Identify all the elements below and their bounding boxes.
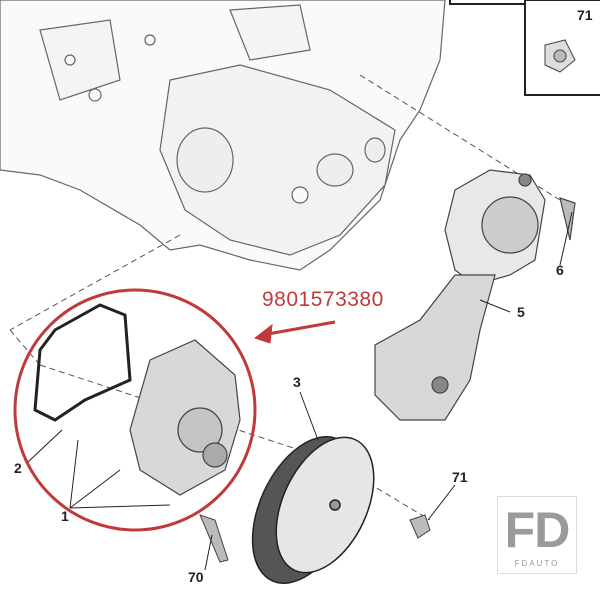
tensioner — [374, 169, 576, 421]
callout-71-box: 71 — [577, 7, 593, 23]
engine-block — [0, 0, 446, 271]
part-number-label: 9801573380 — [262, 288, 384, 311]
callout-6: 6 — [556, 262, 564, 278]
callout-3: 3 — [293, 374, 301, 390]
water-pump — [129, 339, 241, 496]
part-71-box — [449, 0, 600, 96]
logo-mark: FD — [504, 502, 571, 558]
pulley — [251, 436, 375, 584]
highlight — [13, 288, 336, 532]
gasket — [33, 303, 132, 422]
bolts — [199, 514, 431, 563]
callout-2: 2 — [14, 460, 22, 476]
callout-1: 1 — [61, 508, 69, 524]
callout-70: 70 — [188, 569, 204, 585]
callout-5: 5 — [517, 304, 525, 320]
callout-lines — [27, 211, 573, 571]
logo-name: FDAUTO — [514, 559, 560, 568]
callout-71: 71 — [452, 469, 468, 485]
fdauto-logo: FD FDAUTO — [497, 496, 577, 574]
